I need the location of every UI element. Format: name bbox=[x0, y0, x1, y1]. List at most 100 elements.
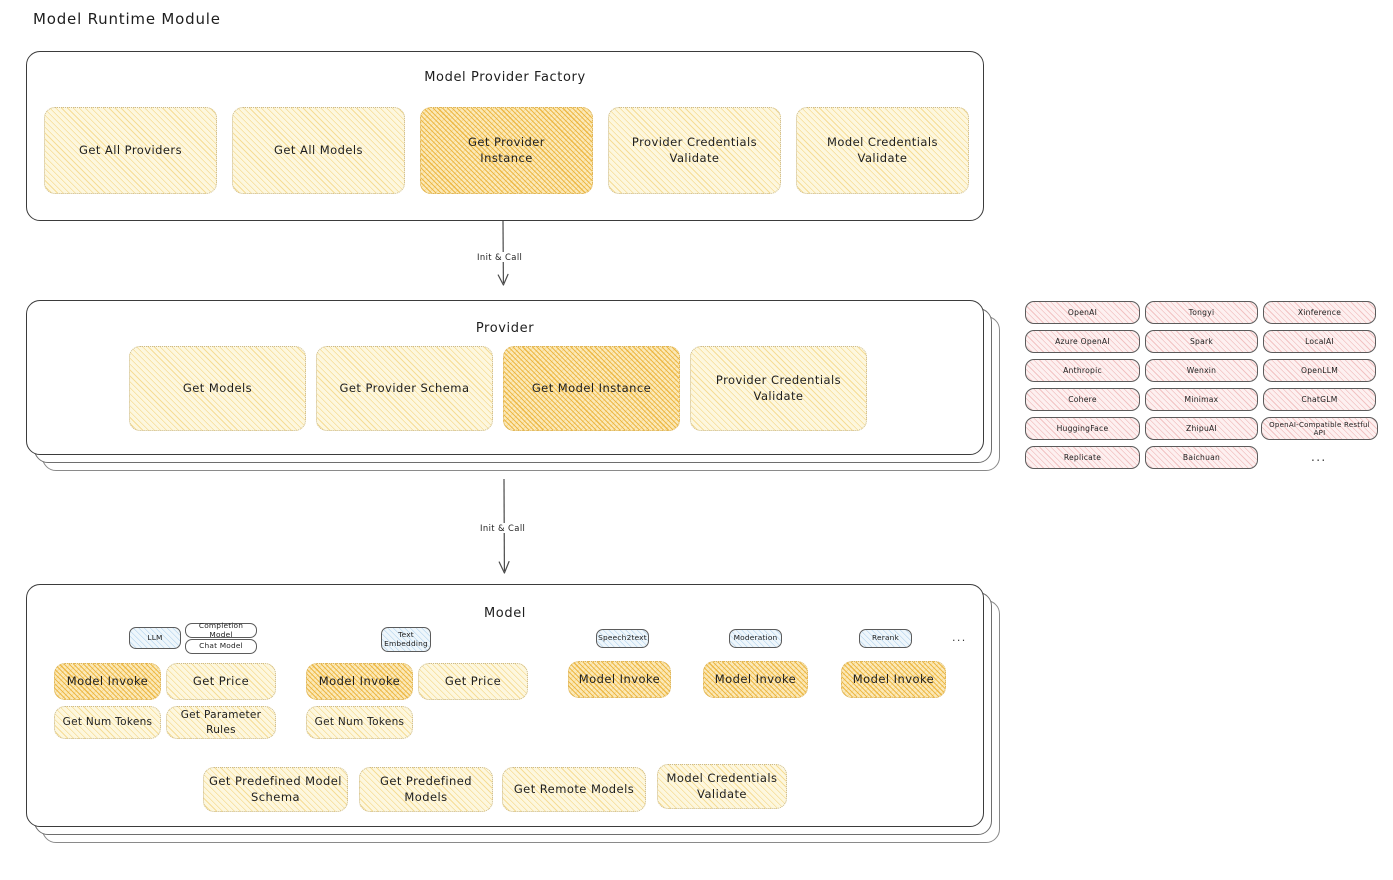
chip-label: Spark bbox=[1189, 337, 1214, 346]
speech2text-node-model-invoke[interactable]: Model Invoke bbox=[568, 661, 671, 698]
model-type-badge-speech2text[interactable]: Speech2text bbox=[596, 629, 649, 648]
node-label: Get All Providers bbox=[78, 142, 183, 157]
model-type-badge-text-embedding[interactable]: Text Embedding bbox=[381, 627, 431, 652]
node-label: Model Invoke bbox=[318, 673, 401, 688]
chip-label: OpenAI bbox=[1067, 308, 1098, 317]
chip-label: Minimax bbox=[1184, 395, 1219, 404]
provider-chip-huggingface[interactable]: HuggingFace bbox=[1025, 417, 1140, 440]
provider-chip-replicate[interactable]: Replicate bbox=[1025, 446, 1140, 469]
node-label: Model Invoke bbox=[852, 671, 935, 686]
chip-label: OpenAI-Compatible Restful API bbox=[1269, 420, 1370, 437]
node-label: Get Remote Models bbox=[513, 781, 635, 796]
node-label: Model Invoke bbox=[578, 671, 661, 686]
rerank-node-model-invoke[interactable]: Model Invoke bbox=[841, 661, 946, 698]
badge-label: Rerank bbox=[871, 633, 900, 643]
provider-node-provider-credentials-validate[interactable]: Provider Credentials Validate bbox=[690, 346, 867, 431]
text-embedding-node-get-num-tokens[interactable]: Get Num Tokens bbox=[306, 706, 413, 739]
provider-chip-xinference[interactable]: Xinference bbox=[1263, 301, 1376, 324]
provider-chip-cohere[interactable]: Cohere bbox=[1025, 388, 1140, 411]
provider-title: Provider bbox=[475, 321, 535, 336]
text-embedding-node-model-invoke[interactable]: Model Invoke bbox=[306, 663, 413, 700]
chip-label: Baichuan bbox=[1182, 453, 1221, 462]
chip-label: ZhipuAI bbox=[1186, 424, 1217, 433]
chip-label: Anthropic bbox=[1063, 366, 1102, 375]
badge-label: LLM bbox=[147, 632, 163, 642]
provider-chip-openai-compatible-restful-api[interactable]: OpenAI-Compatible Restful API bbox=[1261, 417, 1378, 440]
provider-chip-wenxin[interactable]: Wenxin bbox=[1145, 359, 1258, 382]
provider-chip-chatglm[interactable]: ChatGLM bbox=[1263, 388, 1376, 411]
badge-label: Speech2text bbox=[598, 633, 647, 643]
node-label: Model Credentials Validate bbox=[826, 134, 938, 165]
chip-label: Tongyi bbox=[1188, 308, 1215, 317]
model-common-node-get-predefined-models[interactable]: Get Predefined Models bbox=[359, 767, 493, 812]
chip-label: Cohere bbox=[1068, 395, 1097, 404]
factory-node-get-provider-instance[interactable]: Get Provider Instance bbox=[420, 107, 593, 194]
factory-title: Model Provider Factory bbox=[424, 70, 586, 85]
chip-label: Wenxin bbox=[1186, 366, 1217, 375]
model-common-node-get-remote-models[interactable]: Get Remote Models bbox=[502, 767, 646, 812]
provider-node-get-provider-schema[interactable]: Get Provider Schema bbox=[316, 346, 493, 431]
provider-chip-baichuan[interactable]: Baichuan bbox=[1145, 446, 1258, 469]
llm-node-get-parameter-rules[interactable]: Get Parameter Rules bbox=[166, 706, 276, 739]
provider-chip-openai[interactable]: OpenAI bbox=[1025, 301, 1140, 324]
provider-chip-tongyi[interactable]: Tongyi bbox=[1145, 301, 1258, 324]
chip-label: Replicate bbox=[1063, 453, 1102, 462]
provider-chip-openllm[interactable]: OpenLLM bbox=[1263, 359, 1376, 382]
model-common-node-model-credentials-validate[interactable]: Model Credentials Validate bbox=[657, 764, 787, 809]
chip-label: ChatGLM bbox=[1301, 395, 1338, 404]
model-type-badge-rerank[interactable]: Rerank bbox=[859, 629, 912, 648]
page-title: Model Runtime Module bbox=[33, 10, 221, 28]
node-label: Provider Credentials Validate bbox=[715, 372, 842, 403]
chip-label: LocalAI bbox=[1305, 337, 1334, 346]
badge-label: Text Embedding bbox=[384, 629, 428, 648]
node-label: Model Invoke bbox=[66, 673, 149, 688]
moderation-node-model-invoke[interactable]: Model Invoke bbox=[703, 661, 808, 698]
node-label: Get Predefined Models bbox=[379, 773, 473, 804]
model-types-ellipsis: ... bbox=[952, 631, 967, 644]
provider-node-get-models[interactable]: Get Models bbox=[129, 346, 306, 431]
chip-label: Azure OpenAI bbox=[1055, 337, 1110, 346]
node-label: Get Price bbox=[444, 673, 502, 688]
chip-label: Xinference bbox=[1297, 308, 1342, 317]
badge-label: Chat Model bbox=[199, 641, 243, 651]
factory-node-model-credentials-validate[interactable]: Model Credentials Validate bbox=[796, 107, 969, 194]
badge-label: Moderation bbox=[733, 633, 778, 643]
model-type-badge-llm[interactable]: LLM bbox=[129, 627, 181, 649]
provider-chip-anthropic[interactable]: Anthropic bbox=[1025, 359, 1140, 382]
provider-chip-zhipuai[interactable]: ZhipuAI bbox=[1145, 417, 1258, 440]
provider-chip-minimax[interactable]: Minimax bbox=[1145, 388, 1258, 411]
llm-node-get-price[interactable]: Get Price bbox=[166, 663, 276, 700]
node-label: Model Invoke bbox=[714, 671, 797, 686]
node-label: Get Parameter Rules bbox=[180, 709, 262, 736]
node-label: Get All Models bbox=[274, 142, 363, 157]
node-label: Get Num Tokens bbox=[62, 716, 153, 729]
provider-list-ellipsis: ... bbox=[1311, 450, 1327, 464]
node-label: Get Num Tokens bbox=[314, 716, 405, 729]
llm-node-get-num-tokens[interactable]: Get Num Tokens bbox=[54, 706, 161, 739]
model-title: Model bbox=[483, 606, 527, 621]
text-embedding-node-get-price[interactable]: Get Price bbox=[418, 663, 528, 700]
provider-chip-azure-openai[interactable]: Azure OpenAI bbox=[1025, 330, 1140, 353]
node-label: Get Model Instance bbox=[531, 380, 652, 395]
model-common-node-get-predefined-model-schema[interactable]: Get Predefined Model Schema bbox=[203, 767, 348, 812]
llm-node-model-invoke[interactable]: Model Invoke bbox=[54, 663, 161, 700]
model-subtype-badge-chat-model[interactable]: Chat Model bbox=[185, 639, 257, 654]
factory-node-provider-credentials-validate[interactable]: Provider Credentials Validate bbox=[608, 107, 781, 194]
factory-node-get-all-models[interactable]: Get All Models bbox=[232, 107, 405, 194]
model-type-badge-moderation[interactable]: Moderation bbox=[729, 629, 782, 648]
node-label: Get Predefined Model Schema bbox=[209, 773, 342, 804]
provider-chip-localai[interactable]: LocalAI bbox=[1263, 330, 1376, 353]
model-subtype-badge-completion-model[interactable]: Completion Model bbox=[185, 620, 257, 639]
node-label: Model Credentials Validate bbox=[666, 770, 778, 801]
arrow-label-init-and-call-1: Init & Call bbox=[474, 252, 526, 262]
arrow-label-init-and-call-2: Init & Call bbox=[477, 523, 529, 533]
node-label: Get Models bbox=[182, 380, 253, 395]
factory-node-get-all-providers[interactable]: Get All Providers bbox=[44, 107, 217, 194]
node-label: Get Provider Schema bbox=[339, 380, 470, 395]
provider-node-get-model-instance[interactable]: Get Model Instance bbox=[503, 346, 680, 431]
badge-label: Completion Model bbox=[198, 620, 244, 639]
node-label: Provider Credentials Validate bbox=[631, 134, 758, 165]
chip-label: HuggingFace bbox=[1056, 424, 1109, 433]
node-label: Get Provider Instance bbox=[468, 134, 545, 165]
provider-chip-spark[interactable]: Spark bbox=[1145, 330, 1258, 353]
